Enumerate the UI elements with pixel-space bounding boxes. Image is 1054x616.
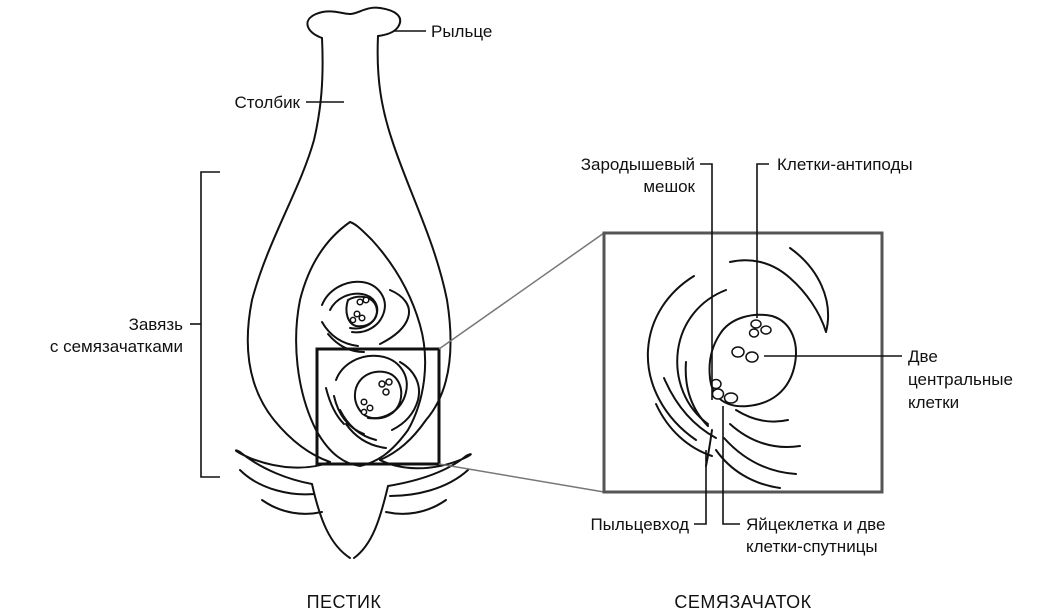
ovary-cavity [296,222,425,466]
zoom-line-bottom [439,464,604,492]
pistil-drawing [236,8,471,558]
caption-pistil: ПЕСТИК [307,592,382,612]
label-central-1: Две [908,347,938,366]
label-embryo-sac-2: мешок [643,177,695,196]
label-style: Столбик [234,93,300,112]
label-embryo-sac-1: Зародышевый [581,155,695,174]
label-ovary-2: с семязачатками [50,337,183,356]
pistil-base [236,450,471,558]
label-micropyle: Пыльцевход [590,515,689,534]
label-central-3: клетки [908,393,959,412]
label-stigma: Рыльце [431,22,492,41]
ovule-detail [604,233,882,492]
stigma-shape [307,8,400,38]
label-ovary-1: Завязь [129,315,184,334]
upper-ovule [322,282,409,352]
zoom-line-top [439,233,604,349]
ovule-zoom-box [604,233,882,492]
label-central-2: центральные [908,370,1013,389]
label-egg-2: клетки-спутницы [746,537,878,556]
caption-ovule: СЕМЯЗАЧАТОК [674,592,811,612]
label-egg-1: Яйцеклетка и две [746,515,885,534]
antipodal-cells [750,320,772,337]
egg-apparatus [711,380,738,404]
label-antipodals: Клетки-антиподы [777,155,913,174]
central-cells [732,347,758,362]
